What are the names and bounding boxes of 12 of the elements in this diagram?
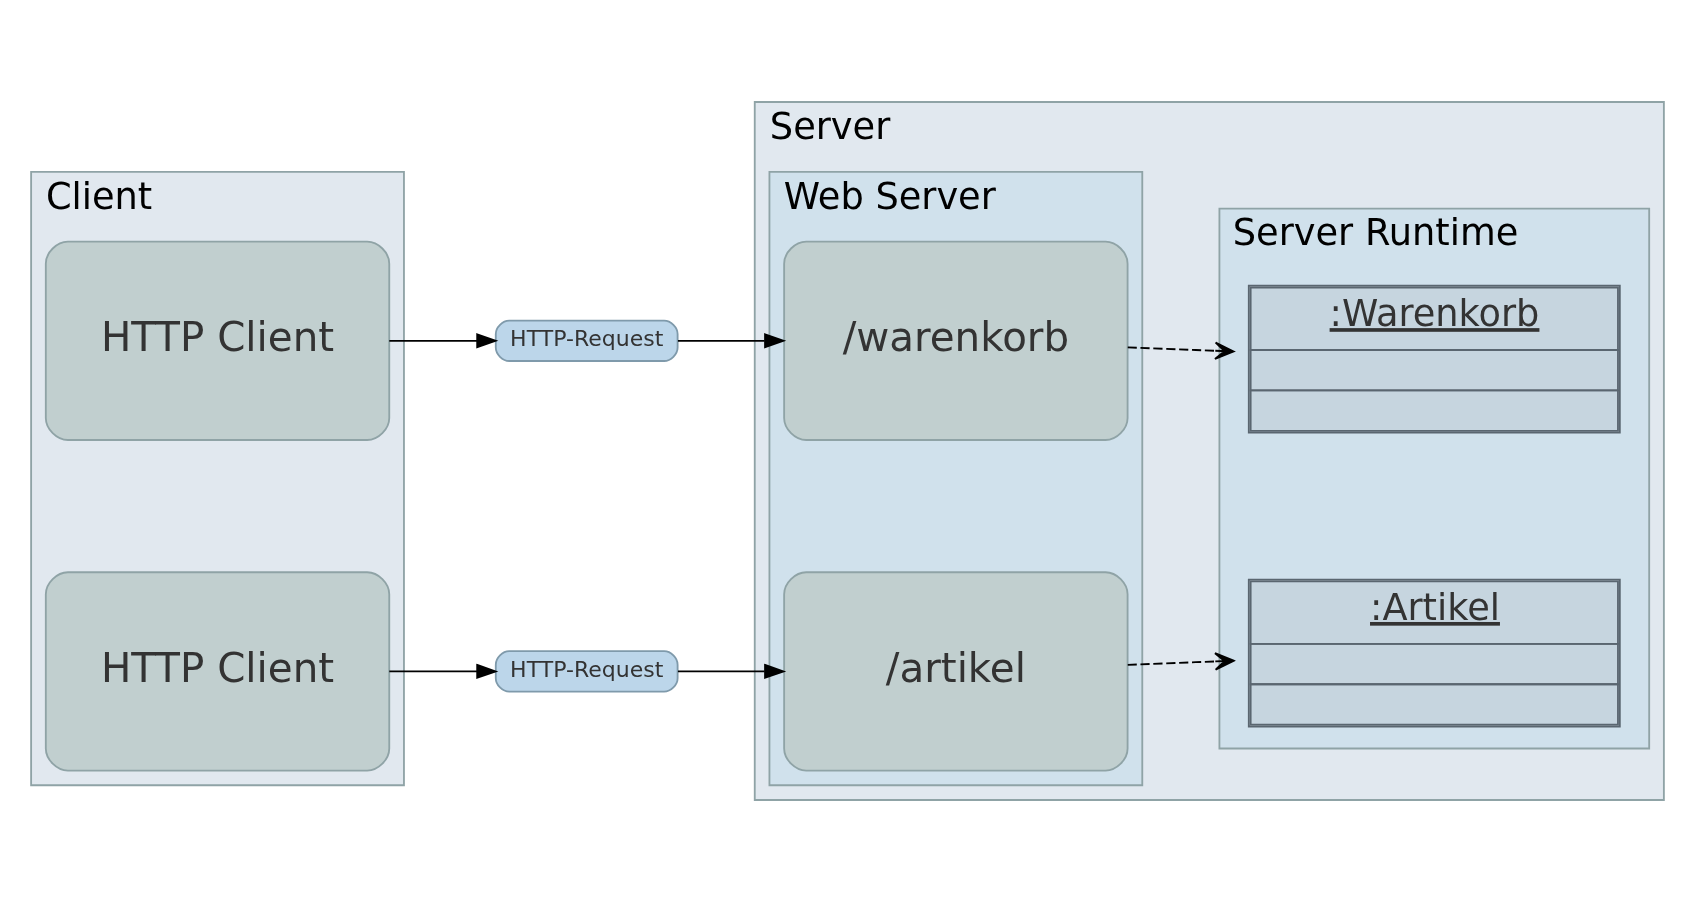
arrow <box>388 663 499 680</box>
node-box: HTTP-Request <box>494 650 679 693</box>
node-box: /warenkorb <box>783 240 1129 441</box>
arrow <box>677 333 787 349</box>
arrow <box>1126 341 1235 360</box>
node-box: HTTP Client <box>44 571 391 772</box>
node-box: HTTP Client <box>44 240 391 441</box>
node-box: HTTP-Request <box>494 319 679 362</box>
arrow <box>677 663 787 680</box>
arrow <box>1126 652 1235 671</box>
arrow <box>388 333 499 349</box>
node-box: /artikel <box>783 571 1129 772</box>
